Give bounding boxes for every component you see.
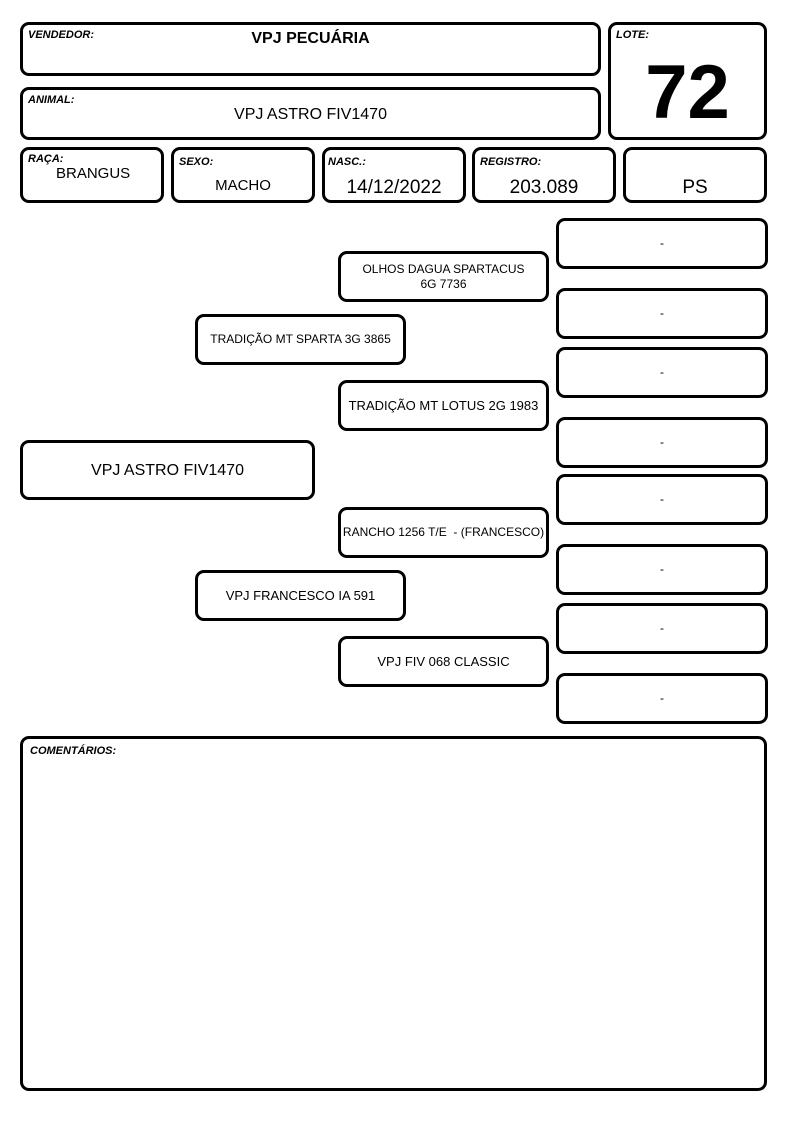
pedigree-dam-dam: VPJ FIV 068 CLASSIC (338, 636, 549, 687)
lot-box: LOTE: 72 (608, 22, 767, 140)
pedigree-great-grandparent: - (556, 474, 768, 525)
pedigree-sire: TRADIÇÃO MT SPARTA 3G 3865 (195, 314, 406, 365)
birth-box: NASC.: 14/12/2022 (322, 147, 466, 203)
pedigree-dam: VPJ FRANCESCO IA 591 (195, 570, 406, 621)
registry-label: REGISTRO: (480, 156, 542, 168)
pedigree-dam-sire: RANCHO 1256 T/E - (FRANCESCO) (338, 507, 549, 558)
great-grandparent-name: - (660, 562, 664, 576)
great-grandparent-name: - (660, 492, 664, 506)
sex-value: MACHO (215, 177, 271, 194)
pedigree-great-grandparent: - (556, 544, 768, 595)
registry-value: 203.089 (509, 177, 579, 198)
pedigree-dam-sire-name: RANCHO 1256 T/E - (FRANCESCO) (342, 525, 545, 539)
breed-label: RAÇA: (28, 153, 64, 165)
pedigree-sire-sire: OLHOS DAGUA SPARTACUS 6G 7736 (338, 251, 549, 302)
pedigree-great-grandparent: - (556, 288, 768, 339)
great-grandparent-name: - (660, 306, 664, 320)
pedigree-great-grandparent: - (556, 673, 768, 724)
animal-label: ANIMAL: (28, 94, 75, 106)
birth-value: 14/12/2022 (346, 177, 442, 198)
great-grandparent-name: - (660, 236, 664, 250)
pedigree-great-grandparent: - (556, 347, 768, 398)
animal-name: VPJ ASTRO FIV1470 (234, 106, 387, 123)
pedigree-sire-sire-name: OLHOS DAGUA SPARTACUS 6G 7736 (362, 261, 525, 291)
great-grandparent-name: - (660, 621, 664, 635)
pedigree-animal-name: VPJ ASTRO FIV1470 (91, 461, 244, 479)
comments-label: COMENTÁRIOS: (30, 745, 117, 757)
breed-box: RAÇA: BRANGUS (20, 147, 164, 203)
birth-label: NASC.: (328, 156, 366, 168)
pedigree-great-grandparent: - (556, 417, 768, 468)
breed-value: BRANGUS (56, 165, 131, 182)
lot-label: LOTE: (616, 29, 649, 41)
pedigree-sire-dam: TRADIÇÃO MT LOTUS 2G 1983 (338, 380, 549, 431)
sex-box: SEXO: MACHO (171, 147, 315, 203)
pedigree-sire-dam-name: TRADIÇÃO MT LOTUS 2G 1983 (348, 398, 539, 413)
sex-label: SEXO: (179, 156, 214, 168)
registry-box: REGISTRO: 203.089 (472, 147, 616, 203)
seller-box: VENDEDOR: VPJ PECUÁRIA (20, 22, 601, 76)
comments-box: COMENTÁRIOS: (20, 736, 767, 1091)
category-value: PS (682, 177, 708, 198)
animal-box: ANIMAL: VPJ ASTRO FIV1470 (20, 87, 601, 140)
lot-number: 72 (645, 50, 730, 135)
category-box: PS (623, 147, 767, 203)
seller-label: VENDEDOR: (28, 29, 95, 41)
seller-name: VPJ PECUÁRIA (251, 30, 370, 47)
pedigree-dam-dam-name: VPJ FIV 068 CLASSIC (377, 654, 510, 669)
great-grandparent-name: - (660, 365, 664, 379)
great-grandparent-name: - (660, 691, 664, 705)
pedigree-animal: VPJ ASTRO FIV1470 (20, 440, 315, 500)
pedigree-dam-name: VPJ FRANCESCO IA 591 (225, 588, 376, 603)
pedigree-great-grandparent: - (556, 218, 768, 269)
pedigree-sire-name: TRADIÇÃO MT SPARTA 3G 3865 (210, 332, 391, 346)
pedigree-great-grandparent: - (556, 603, 768, 654)
great-grandparent-name: - (660, 435, 664, 449)
